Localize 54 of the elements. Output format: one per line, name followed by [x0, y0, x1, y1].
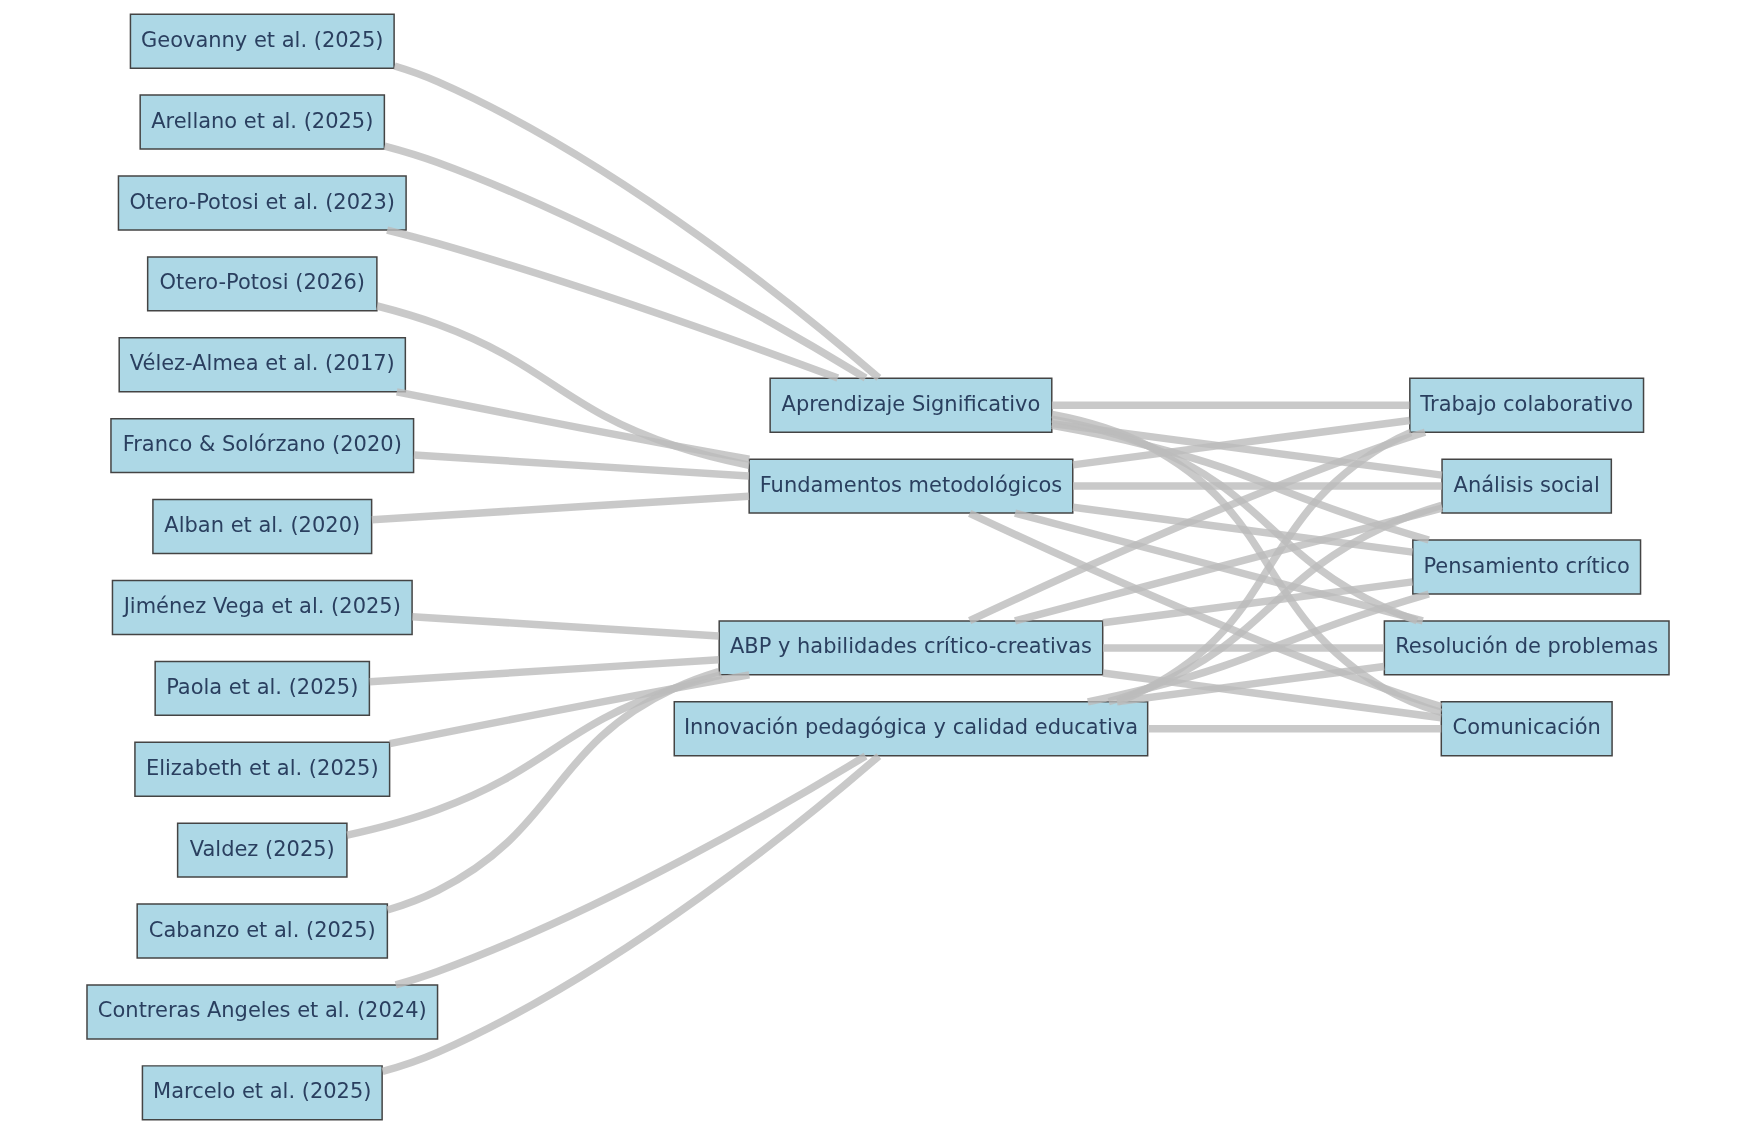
- node-box: Cabanzo et al. (2025): [136, 903, 389, 959]
- connector: [1102, 578, 1413, 627]
- node-box: Elizabeth et al. (2025): [134, 741, 391, 797]
- connector: [1073, 482, 1442, 490]
- node-box: Análisis social: [1441, 458, 1613, 514]
- connector: [394, 752, 868, 989]
- connector: [1072, 416, 1411, 469]
- connector: [412, 613, 719, 640]
- node-box: Franco & Solórzano (2020): [110, 417, 415, 474]
- node-box: Geovanny et al. (2025): [129, 13, 395, 69]
- node-box: Marcelo et al. (2025): [141, 1065, 383, 1121]
- node-box: Otero-Potosi et al. (2023): [117, 175, 407, 231]
- connector: [968, 428, 1427, 624]
- connector: [1051, 415, 1419, 625]
- node-box: Comunicación: [1440, 701, 1613, 757]
- node-box: Otero-Potosi (2026): [146, 256, 378, 312]
- connector: [371, 492, 750, 524]
- connector: [413, 451, 750, 480]
- connector: [381, 753, 882, 1076]
- connector: [376, 302, 750, 469]
- node-box: Valdez (2025): [176, 822, 348, 878]
- connector: [395, 388, 750, 463]
- connector: [393, 62, 882, 381]
- connector: [1051, 401, 1410, 409]
- node-box: Fundamentos metodológicos: [748, 458, 1074, 514]
- connector: [389, 671, 750, 748]
- node-box: ABP y habilidades crítico-creativas: [718, 620, 1104, 676]
- connector: [1051, 410, 1443, 716]
- connector: [1102, 669, 1442, 722]
- connector: [1116, 662, 1385, 706]
- connector: [386, 668, 720, 914]
- connector: [346, 671, 723, 839]
- connector: [1148, 725, 1442, 733]
- connector: [1107, 501, 1443, 706]
- node-box: Resolución de problemas: [1383, 620, 1670, 676]
- connector: [1116, 429, 1413, 706]
- node-box: Paola et al. (2025): [154, 660, 371, 717]
- node-box: Trabajo colaborativo: [1409, 377, 1645, 433]
- node-box: Aprendizaje Significativo: [769, 377, 1053, 433]
- connector: [383, 142, 868, 382]
- connector: [369, 656, 719, 686]
- node-box: Vélez-Almea et al. (2017): [118, 337, 407, 393]
- connector: [386, 226, 840, 382]
- node-box: Innovación pedagógica y calidad educativa: [673, 701, 1149, 757]
- node-box: Jiménez Vega et al. (2025): [111, 579, 413, 636]
- node-box: Arellano et al. (2025): [139, 94, 386, 150]
- connector: [1072, 503, 1413, 556]
- connector: [1051, 421, 1430, 544]
- connector: [968, 510, 1443, 711]
- node-box: Contreras Angeles et al. (2024): [86, 984, 439, 1040]
- connector: [1102, 644, 1384, 652]
- node-box: Alban et al. (2020): [152, 498, 373, 555]
- node-box: Pensamiento crítico: [1412, 539, 1642, 595]
- connector: [1087, 590, 1430, 706]
